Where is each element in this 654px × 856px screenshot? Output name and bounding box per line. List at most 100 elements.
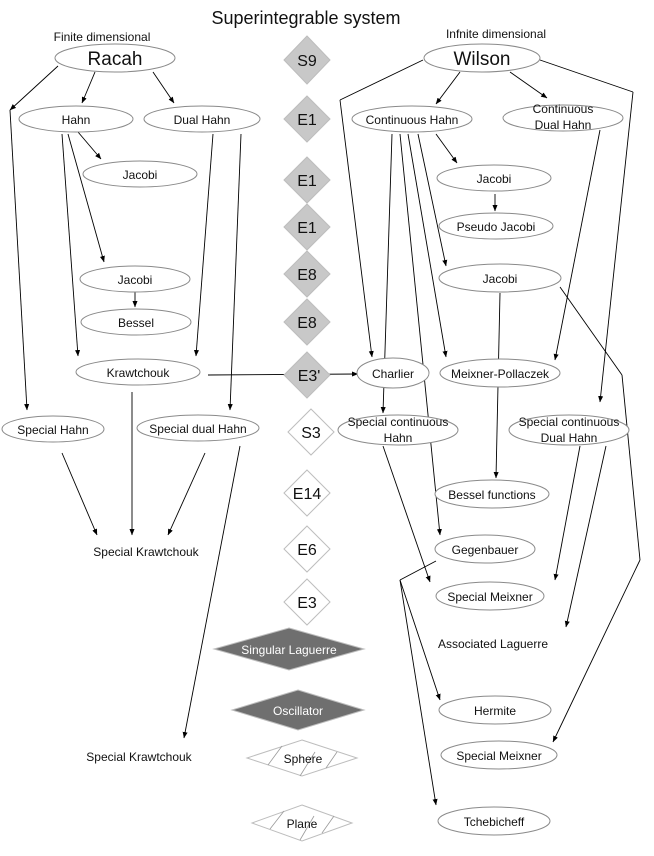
edge-scdh-special-meixner [553, 445, 581, 581]
node-pseudo-jacobi-label: Pseudo Jacobi [457, 220, 536, 234]
node-wilson-label: Wilson [453, 49, 510, 70]
system-e6-label: E6 [297, 542, 317, 559]
node-meixner-pollaczek: Meixner-Pollaczek [439, 358, 561, 388]
node-continuous-dual-hahn-label-1: Continuous [533, 102, 594, 116]
system-sphere-label: Sphere [284, 752, 323, 766]
edge-krawtchouk-charlier [207, 371, 359, 377]
node-special-krawtchouk-1: Special Krawtchouk [93, 545, 199, 559]
node-hermite: Hermite [438, 695, 552, 725]
edge-special-dual-hahn-special-krawtchouk-2 [182, 445, 241, 739]
edge-racah-special-hahn [9, 65, 59, 111]
left-column-header: Finite dimensional [54, 30, 151, 44]
node-jacobi-left-2: Jacobi [79, 265, 191, 293]
node-special-continuous-hahn: Special continuous Hahn [337, 414, 459, 446]
node-hahn: Hahn [18, 105, 134, 133]
node-special-dual-hahn-label: Special dual Hahn [149, 422, 246, 436]
node-racah: Racah [54, 43, 176, 73]
node-continuous-hahn-label: Continuous Hahn [366, 113, 459, 127]
system-e1-b-label: E1 [297, 173, 317, 190]
node-charlier: Charlier [356, 357, 430, 389]
node-jacobi-right-1: Jacobi [436, 164, 552, 192]
edge-wilson-charlier-b [339, 99, 374, 358]
system-plane: Plane [250, 804, 354, 842]
system-s3-label: S3 [301, 425, 321, 442]
edge-jacobi-special-meixner-2 [552, 559, 641, 743]
edge-continuous-hahn-gegenbauer [399, 133, 442, 536]
system-e3-label: E3 [297, 595, 317, 612]
node-jacobi-right-1-label: Jacobi [477, 172, 512, 186]
edge-special-dual-hahn-special-krawtchouk [167, 452, 206, 536]
node-special-hahn: Special Hahn [1, 415, 105, 443]
edge-jacobi-hermite-b [621, 374, 641, 561]
edge-sch-special-meixner [382, 445, 431, 583]
edge-continuous-hahn-jacobi-2 [417, 133, 448, 267]
node-associated-laguerre: Associated Laguerre [438, 637, 548, 651]
edge-hahn-jacobi-1 [77, 131, 102, 160]
system-e8-b-label: E8 [297, 315, 317, 332]
edge-special-hahn-special-krawtchouk [61, 452, 98, 536]
edge-wilson-continuous-dual-hahn [509, 71, 548, 99]
system-e1-a: E1 [283, 95, 331, 143]
system-e6: E6 [283, 525, 331, 573]
node-jacobi-left-1: Jacobi [82, 160, 198, 188]
edge-cdh-meixner-pollaczek [553, 129, 601, 361]
node-special-dual-hahn: Special dual Hahn [136, 414, 260, 442]
node-wilson: Wilson [423, 43, 541, 73]
system-e3: E3 [283, 578, 331, 626]
edge-wilson-sc-dual-hahn-a [539, 59, 634, 93]
edge-dual-hahn-special-dual-hahn [227, 133, 242, 411]
node-special-meixner-1-label: Special Meixner [447, 590, 532, 604]
system-e8-a-label: E8 [297, 267, 317, 284]
edge-dual-hahn-krawtchouk [193, 133, 214, 357]
edge-scdh-associated-laguerre [564, 445, 607, 628]
node-continuous-dual-hahn-label-2: Dual Hahn [535, 118, 592, 132]
node-special-continuous-dual-hahn-label-1: Special continuous [519, 415, 620, 429]
edge-hahn-jacobi-2 [67, 133, 105, 263]
system-oscillator-label: Oscillator [273, 704, 323, 718]
right-column-header: Infnite dimensional [446, 27, 546, 41]
edge-continuous-hahn-meixner-pollaczek [407, 133, 448, 358]
edge-racah-dual-hahn [152, 71, 175, 104]
system-s9: S9 [283, 35, 331, 85]
node-special-meixner-2-label: Special Meixner [456, 749, 541, 763]
edge-racah-hahn [81, 71, 96, 104]
node-special-continuous-dual-hahn: Special continuous Dual Hahn [508, 414, 630, 446]
node-special-meixner-2: Special Meixner [440, 740, 558, 770]
node-special-continuous-dual-hahn-label-2: Dual Hahn [541, 431, 598, 445]
node-tchebicheff-label: Tchebicheff [464, 815, 525, 829]
node-tchebicheff: Tchebicheff [437, 806, 551, 836]
edge-gegenbauer-tchebicheff [399, 579, 438, 806]
node-special-continuous-hahn-label-1: Special continuous [348, 415, 449, 429]
node-bessel-label: Bessel [118, 316, 154, 330]
node-jacobi-right-2-label: Jacobi [483, 272, 518, 286]
node-special-meixner-1: Special Meixner [435, 581, 545, 611]
edge-jacobi-hermite-a [559, 286, 623, 376]
node-continuous-dual-hahn: Continuous Dual Hahn [502, 102, 624, 132]
node-gegenbauer: Gegenbauer [434, 534, 536, 564]
node-bessel: Bessel [80, 308, 192, 336]
system-e14-label: E14 [293, 486, 322, 503]
node-dual-hahn-left-label: Dual Hahn [174, 113, 231, 127]
node-jacobi-right-2: Jacobi [438, 263, 562, 293]
system-singular-laguerre: Singular Laguerre [212, 627, 366, 671]
edges [9, 59, 641, 806]
node-gegenbauer-label: Gegenbauer [452, 543, 519, 557]
system-e1-c: E1 [283, 203, 331, 251]
system-oscillator: Oscillator [230, 689, 366, 731]
system-e1-b: E1 [283, 156, 331, 204]
node-hermite-label: Hermite [474, 704, 516, 718]
edge-wilson-continuous-hahn [435, 71, 461, 105]
system-e8-b: E8 [283, 298, 331, 346]
node-krawtchouk: Krawtchouk [75, 358, 201, 386]
node-charlier-label: Charlier [372, 367, 414, 381]
node-special-hahn-label: Special Hahn [17, 423, 88, 437]
node-special-continuous-hahn-label-2: Hahn [384, 431, 413, 445]
system-sphere: Sphere [245, 739, 359, 777]
system-e3-prime-label: E3' [298, 368, 321, 385]
node-continuous-hahn: Continuous Hahn [351, 105, 473, 133]
system-plane-label: Plane [287, 817, 318, 831]
system-e3-prime: E3' [283, 351, 331, 399]
edge-hahn-krawtchouk [61, 133, 81, 357]
node-meixner-pollaczek-label: Meixner-Pollaczek [451, 367, 550, 381]
